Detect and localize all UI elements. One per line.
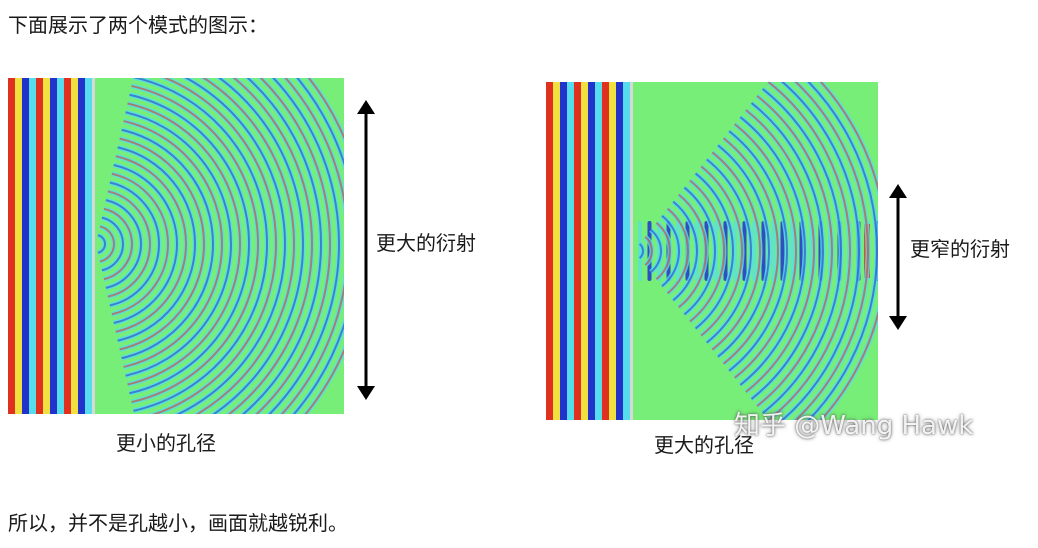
plane-wave-band (616, 82, 623, 420)
large-aperture-caption: 更大的孔径 (654, 433, 754, 457)
beam-wavefront (761, 221, 766, 281)
plane-wave-band (609, 82, 616, 420)
wavefront-arc-core (717, 144, 770, 358)
beam-wavefront (752, 221, 756, 281)
narrower-diffraction-label: 更窄的衍射 (910, 237, 1010, 261)
beam-wavefront (771, 221, 775, 281)
wavefront-arc-core (650, 229, 662, 273)
wavefront-arc-core (689, 179, 725, 323)
conclusion-paragraph: 所以，并不是孔越小，画面就越锐利。 (8, 511, 348, 535)
wavefront-arc-core (678, 193, 707, 309)
wavefront-arc-core (644, 236, 653, 266)
plane-wave-band (602, 82, 609, 420)
double-arrow-icon (889, 184, 907, 330)
plane-wave-band (8, 78, 15, 414)
plane-wave-band (57, 78, 64, 414)
wavefront-arc-core (212, 78, 304, 414)
wavefront-arc-core (123, 120, 223, 368)
plane-wave-band (588, 82, 595, 420)
plane-wave-band (85, 78, 92, 414)
watermark-text: 知乎 @Wang Hawk (734, 411, 974, 441)
wavefront-arc-core (694, 172, 734, 330)
plane-wave-band (29, 78, 36, 414)
wavefront-arc-core (99, 225, 115, 263)
wavefront-arc-core (756, 95, 833, 407)
wavefront-arc-core (107, 190, 151, 298)
wavefront-arc-core (734, 123, 797, 379)
wavefront-arc-core (241, 78, 322, 414)
plane-wave-band (574, 82, 581, 420)
wavefront-arc-core (672, 200, 698, 302)
intro-paragraph: 下面展示了两个模式的图示： (8, 13, 268, 37)
wavefront-arc-core (807, 82, 878, 420)
plane-wave-band (22, 78, 29, 414)
plane-wave-band (78, 78, 85, 414)
wavefront-arc-core (117, 146, 196, 342)
wavefront-arc-core (131, 84, 259, 404)
wavefront-arc-core (109, 181, 161, 307)
plane-wave-band (595, 82, 602, 420)
small-aperture-caption: 更小的孔径 (116, 431, 216, 455)
wavefront-arc-core (728, 130, 788, 372)
plane-wave-band (553, 82, 560, 420)
wavefront-arc-core (97, 234, 106, 254)
wavefront-arc-core (767, 82, 852, 420)
plane-wave-band (546, 82, 553, 420)
wavefront-arc-core (638, 243, 644, 259)
wavefront-arc-core (103, 207, 133, 281)
wavefront-arc-core (105, 199, 143, 289)
wavefront-arc-core (113, 163, 179, 325)
wavefront-arc-core (666, 207, 689, 295)
wavefront-arc-core (683, 186, 716, 316)
wavefront-arc-core (121, 128, 215, 360)
wavefront-arc-core (133, 78, 268, 412)
wavefront-arc-core (119, 137, 205, 351)
wavefront-arc-core (745, 109, 815, 393)
plane-wave-band (50, 78, 57, 414)
wavefront-arc-core (176, 78, 286, 414)
wavefront-arc-core (739, 116, 806, 386)
small-aperture-diffraction-image (8, 78, 344, 414)
plane-wave-band (567, 82, 574, 420)
wavefront-arc-core (101, 216, 124, 272)
wavefront-arc-core (115, 155, 187, 333)
wavefront-arc-core (722, 137, 779, 365)
wavefront-arc-core (227, 78, 313, 414)
wavefront-arc-core (706, 158, 752, 344)
wavefront-arc-core (151, 78, 277, 414)
wavefront-arc-core (111, 172, 169, 316)
wavefront-arc-core (794, 82, 869, 420)
large-aperture-diffraction-image (546, 82, 878, 420)
plane-wave-band (15, 78, 22, 414)
wavefront-arc-core (661, 214, 680, 288)
wavefront-arc-core (780, 82, 860, 420)
plane-wave-band (623, 82, 630, 420)
wavefront-arc-core (195, 78, 295, 414)
wider-diffraction-label: 更大的衍射 (376, 231, 476, 255)
wavefront-arc-core (129, 93, 250, 395)
wavefront-arc-core (255, 78, 331, 414)
double-arrow-icon (357, 100, 375, 400)
plane-wave-band (43, 78, 50, 414)
wavefront-arc-core (762, 88, 842, 414)
beam-wavefront (638, 221, 642, 281)
beam-wavefront (780, 221, 785, 281)
plane-wave-band (581, 82, 588, 420)
wavefront-arc-core (655, 222, 671, 280)
plane-wave-band (36, 78, 43, 414)
plane-wave-band (64, 78, 71, 414)
wavefront-arc-core (700, 165, 743, 337)
plane-wave-band (560, 82, 567, 420)
plane-wave-band (71, 78, 78, 414)
wavefront-arc-core (127, 102, 241, 386)
wavefront-arc-core (819, 82, 878, 420)
wavefront-arc-core (711, 151, 761, 351)
wavefront-arc-core (268, 78, 340, 414)
wavefront-arc-core (125, 111, 233, 377)
wavefront-arc-core (750, 102, 824, 400)
